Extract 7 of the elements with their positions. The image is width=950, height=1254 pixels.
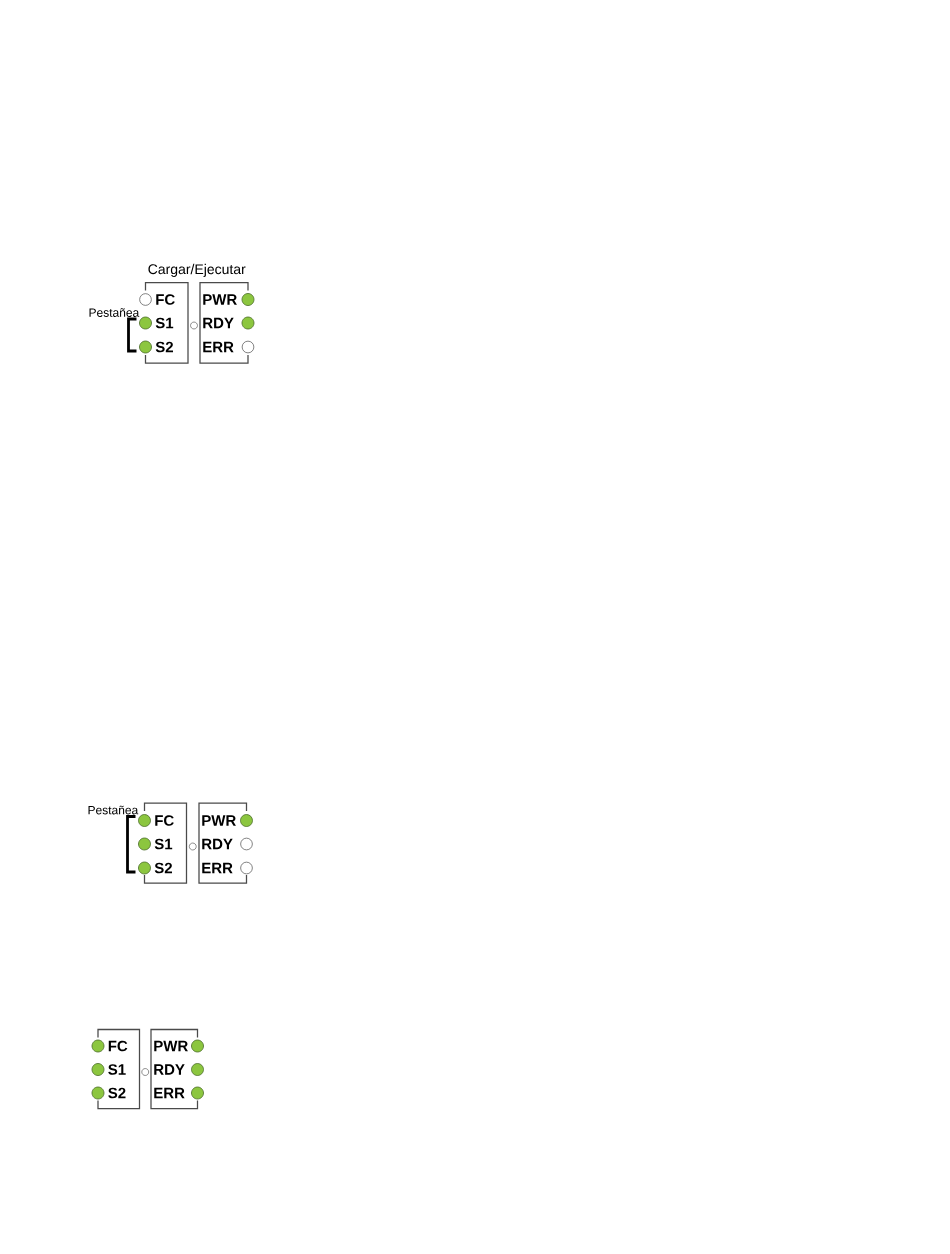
indicator-panel: FC S1 S2 — [143, 802, 188, 884]
indicator-panel: PWR RDY ERR — [199, 281, 249, 364]
indicator-panel: FC S1 S2 — [144, 281, 189, 364]
indicator-panel: FC S1 S2 — [97, 1028, 141, 1110]
indicator-panel: PWR RDY ERR — [150, 1028, 199, 1110]
indicator-panel: PWR RDY ERR — [198, 802, 248, 884]
panel-heading: Cargar/Ejecutar — [148, 263, 246, 277]
